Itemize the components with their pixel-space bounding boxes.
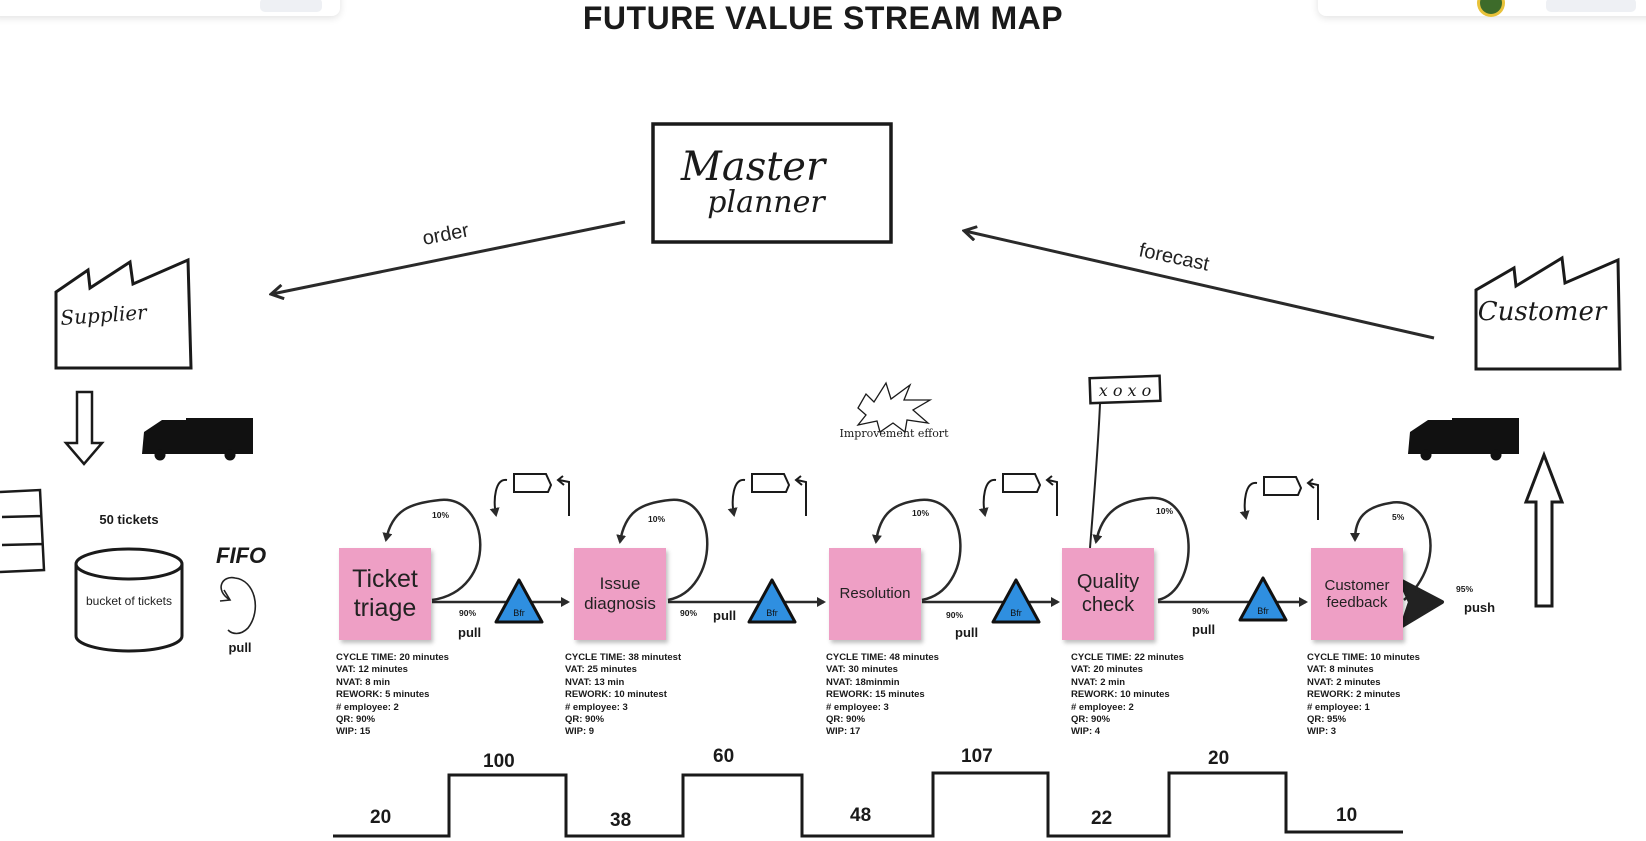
timeline-high-value: 20 (1208, 748, 1230, 769)
fifo-pull-label: pull (228, 640, 251, 655)
bucket-label: bucket of tickets (86, 594, 172, 608)
forecast-arrow (965, 231, 1435, 340)
timeline-high-value: 100 (483, 751, 515, 772)
supplier-down-arrow (63, 390, 105, 466)
customer-up-arrow (1523, 450, 1565, 608)
flow-pct: 90% (680, 608, 698, 618)
inventory-count: 50 tickets (99, 512, 158, 527)
flow-label: pull (713, 608, 737, 623)
timeline-line (333, 771, 1403, 838)
push-chevron-icon (1398, 578, 1444, 628)
timeline-high-value: 107 (961, 746, 993, 767)
supplier-factory (54, 257, 193, 370)
process-quality-check[interactable]: Quality check (1062, 548, 1154, 640)
flow-label: pull (458, 625, 482, 640)
timeline-low-value: 48 (850, 805, 872, 826)
master-planner-line2: planner (707, 185, 826, 220)
process-ticket-triage[interactable]: Ticket triage (339, 548, 431, 640)
flow-pct: 90% (459, 608, 477, 618)
rework-pct: 10% (1156, 506, 1174, 516)
customer-truck-icon (1408, 418, 1519, 461)
signal-label: x o x o (1099, 381, 1152, 400)
signal-pole (1089, 403, 1101, 549)
buffer-triangles (494, 576, 1288, 624)
push-pct: 95% (1456, 584, 1474, 594)
page-title: FUTURE VALUE STREAM MAP (582, 0, 1064, 36)
order-label: order (421, 219, 471, 250)
toolbar-button[interactable] (260, 0, 322, 12)
board-toolbar-right[interactable] (1318, 0, 1646, 16)
bucket-cylinder (74, 547, 184, 653)
timeline-high-value: 60 (713, 746, 735, 767)
customer-factory (1474, 255, 1622, 371)
board-toolbar-left[interactable] (0, 0, 340, 16)
flow-pct: 90% (1192, 606, 1210, 616)
flow-pct: 90% (946, 610, 964, 620)
buffer-label: Bfr (1010, 608, 1022, 618)
flow-label: pull (1192, 622, 1216, 637)
order-arrow (272, 220, 626, 294)
improvement-label: Improvement effort (840, 427, 950, 440)
timeline-low-value: 22 (1091, 808, 1113, 829)
buffer-label: Bfr (1257, 606, 1269, 616)
rework-loops (382, 496, 1432, 602)
improvement-burst-icon (856, 381, 933, 434)
user-avatar[interactable] (1480, 0, 1502, 14)
forecast-label: forecast (1137, 239, 1212, 275)
kanban-loops (489, 473, 1319, 520)
process-resolution[interactable]: Resolution (829, 548, 921, 640)
rework-pct: 10% (648, 514, 666, 524)
timeline-low-value: 20 (370, 807, 392, 828)
timeline-low-value: 38 (610, 810, 632, 831)
fifo-loop-icon (220, 576, 257, 635)
rework-pct: 10% (432, 510, 450, 520)
supplier-truck-icon (142, 418, 253, 461)
buffer-label: Bfr (766, 608, 778, 618)
master-planner-line1: Master (680, 144, 828, 190)
fifo-label: FIFO (216, 543, 266, 568)
push-label: push (1464, 600, 1496, 615)
shelf-icon (0, 488, 46, 574)
process-issue-diagnosis[interactable]: Issue diagnosis (574, 548, 666, 640)
timeline-low-value: 10 (1336, 805, 1358, 826)
process-customer-feedback[interactable]: Customer feedback (1311, 548, 1403, 640)
share-button[interactable] (1546, 0, 1636, 12)
rework-pct: 5% (1392, 512, 1405, 522)
buffer-label: Bfr (513, 608, 525, 618)
signal-kanban (1088, 374, 1162, 405)
rework-pct: 10% (912, 508, 930, 518)
flow-label: pull (955, 625, 979, 640)
customer-label: Customer (1478, 297, 1608, 327)
master-planner-box (651, 122, 893, 244)
